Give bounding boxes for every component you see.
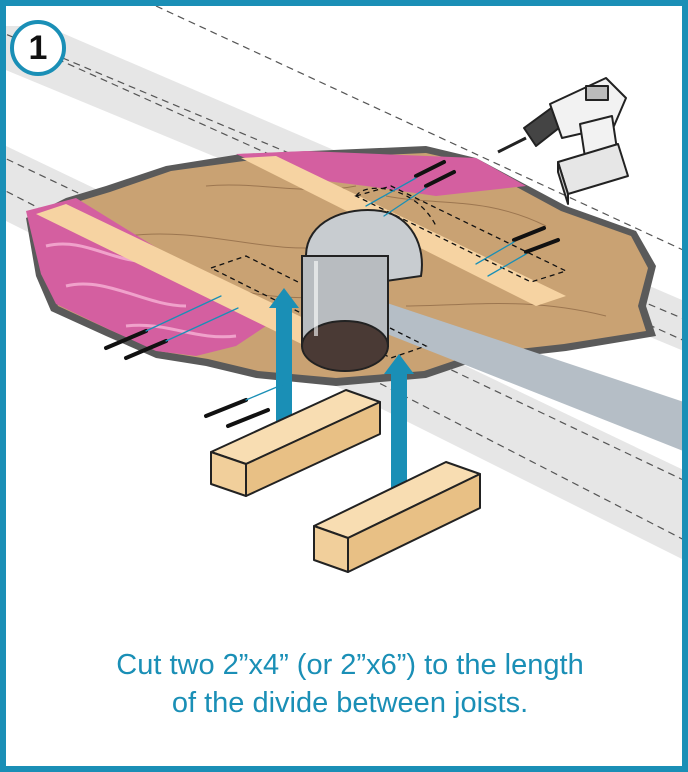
- step-number-badge: 1: [10, 20, 66, 76]
- lumber-block-1: [210, 389, 381, 497]
- arrow-up-icon: [269, 288, 414, 492]
- instruction-caption: Cut two 2”x4” (or 2”x6”) to the length o…: [6, 646, 682, 722]
- caption-line-1: Cut two 2”x4” (or 2”x6”) to the length: [116, 649, 584, 681]
- screw-icon: [104, 160, 560, 428]
- duct-elbow: [301, 209, 423, 372]
- installation-illustration: [6, 6, 682, 573]
- lumber-block-2: [313, 461, 481, 573]
- cordless-drill-icon: [497, 77, 629, 205]
- caption-line-2: of the divide between joists.: [171, 687, 529, 719]
